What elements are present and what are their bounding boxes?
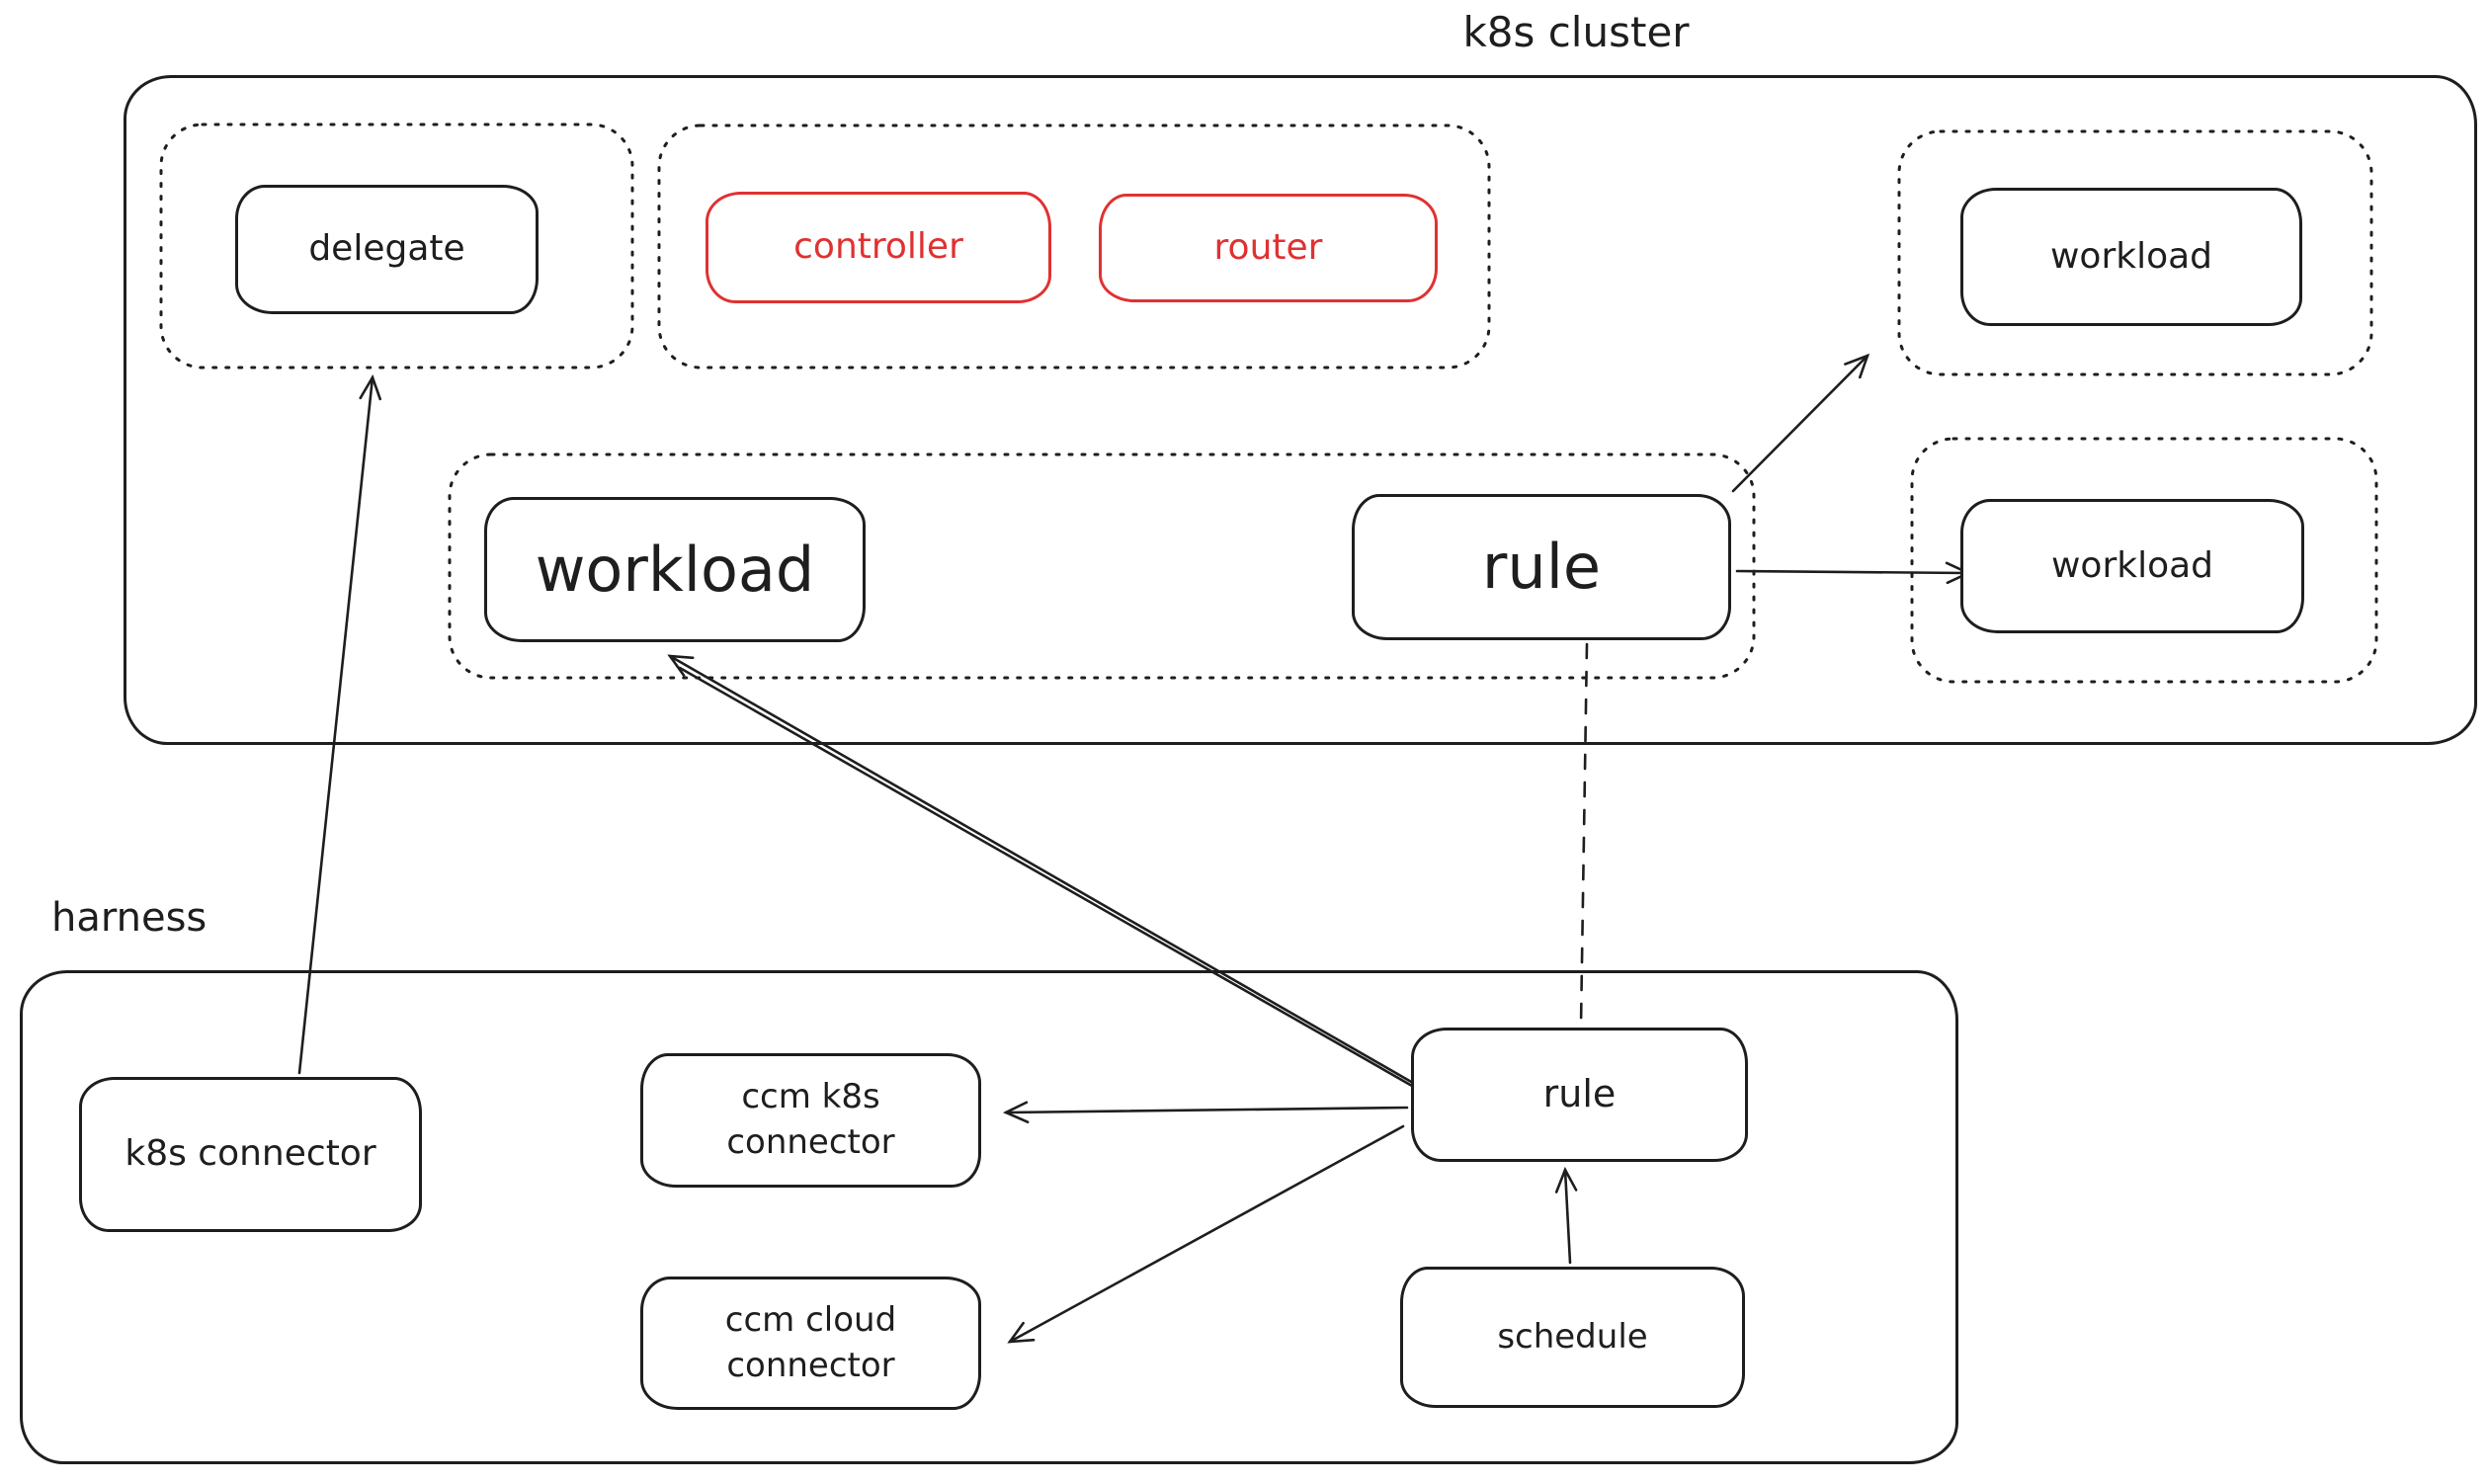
delegate-node: delegate bbox=[235, 185, 539, 314]
k8s-cluster-label: k8s cluster bbox=[1462, 8, 1690, 56]
rule-k8s-node: rule bbox=[1352, 494, 1731, 640]
workload-main-node: workload bbox=[484, 497, 866, 642]
ccm-k8s-connector-node: ccm k8s connector bbox=[640, 1053, 981, 1188]
k8s-connector-node: k8s connector bbox=[79, 1077, 422, 1232]
harness-label: harness bbox=[51, 895, 208, 941]
rule-harness-node: rule bbox=[1411, 1028, 1748, 1162]
schedule-node: schedule bbox=[1400, 1267, 1745, 1408]
workload-right-node: workload bbox=[1960, 499, 2304, 633]
k8s-cluster-container bbox=[124, 75, 2477, 745]
controller-node: controller bbox=[706, 192, 1051, 303]
router-node: router bbox=[1099, 194, 1438, 302]
ccm-cloud-connector-node: ccm cloud connector bbox=[640, 1277, 981, 1410]
workload-top-right-node: workload bbox=[1960, 188, 2302, 326]
